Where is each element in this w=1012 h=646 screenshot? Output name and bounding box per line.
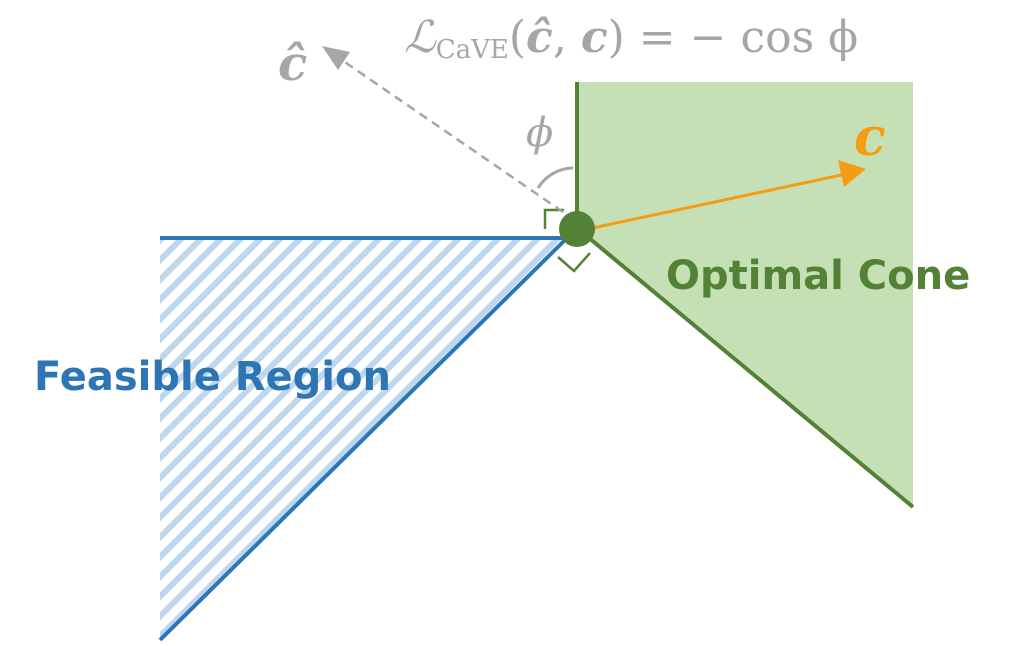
loss-comma: , — [553, 12, 581, 63]
loss-close-paren: ) — [608, 12, 625, 63]
loss-equation: ℒCaVE(ĉ, c) = − cos ϕ — [404, 12, 858, 65]
phi-label: ϕ — [526, 110, 553, 156]
loss-subscript: CaVE — [436, 35, 509, 65]
c-hat-vector — [335, 54, 564, 214]
feasible-diagonal-edge — [158, 236, 569, 642]
loss-c-hat: ĉ — [526, 12, 553, 63]
optimal-point — [559, 211, 595, 247]
loss-rhs: = − cos ϕ — [625, 12, 858, 63]
feasible-region-label: Feasible Region — [34, 354, 391, 400]
optimal-cone-label: Optimal Cone — [666, 253, 970, 299]
loss-c: c — [581, 12, 608, 63]
c-arrowhead — [838, 160, 866, 187]
phi-angle-arc — [536, 166, 574, 189]
right-angle-marker-lower — [557, 252, 591, 273]
cone-lower-edge — [575, 226, 915, 509]
c-label: c — [854, 107, 886, 168]
right-angle-marker-upper — [543, 208, 564, 229]
c-vector — [587, 172, 847, 231]
loss-script-symbol: ℒ — [404, 12, 437, 63]
optimal-cone-region — [577, 82, 913, 507]
c-hat-label: ĉ — [278, 36, 307, 92]
c-hat-arrowhead — [322, 46, 350, 70]
loss-open-paren: ( — [509, 12, 526, 63]
